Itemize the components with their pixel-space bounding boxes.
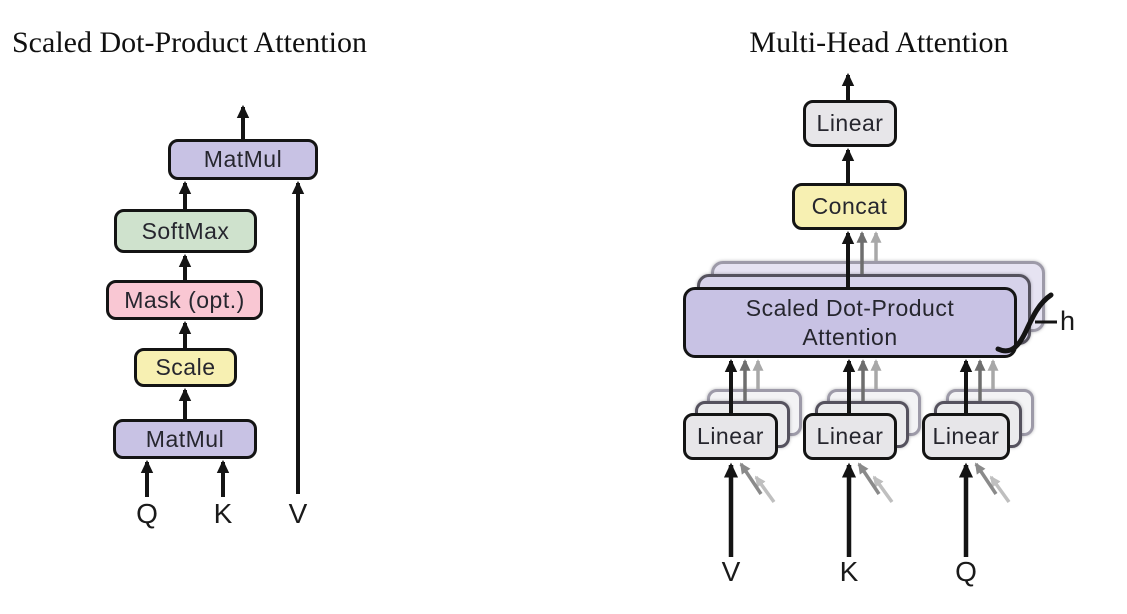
right-sdpa-label-line1: Scaled Dot-Product xyxy=(745,295,955,322)
right-k-input-ghost1 xyxy=(857,462,881,495)
right-q-input-ghost2 xyxy=(989,475,1011,504)
right-linear-q-box: Linear xyxy=(922,413,1010,460)
right-concat-label: Concat xyxy=(811,193,888,219)
left-matmul-bottom-box: MatMul xyxy=(113,419,257,459)
right-linear-v-label: Linear xyxy=(697,423,764,449)
right-linear-k-box: Linear xyxy=(803,413,897,460)
left-softmax-box: SoftMax xyxy=(114,209,257,253)
left-mask-box: Mask (opt.) xyxy=(106,280,263,320)
left-diagram-title: Scaled Dot-Product Attention xyxy=(12,26,367,59)
right-input-q-label: Q xyxy=(955,556,977,587)
left-input-k-label: K xyxy=(213,498,233,529)
left-softmax-label: SoftMax xyxy=(141,217,230,244)
left-matmul-top-label: MatMul xyxy=(203,146,283,172)
left-scale-label: Scale xyxy=(155,354,216,380)
right-linear-top-box: Linear xyxy=(803,100,897,147)
right-sdpa-box: Scaled Dot-Product Attention xyxy=(683,287,1017,358)
left-input-q-label: Q xyxy=(136,498,158,529)
right-v-input-ghost2 xyxy=(754,475,776,504)
left-mask-label: Mask (opt.) xyxy=(124,286,245,313)
right-sdpa-label-line2: Attention xyxy=(802,323,898,350)
right-linear-q-label: Linear xyxy=(932,423,1000,449)
right-q-input-ghost1 xyxy=(974,462,998,495)
right-linear-top-label: Linear xyxy=(816,110,884,136)
right-v-input-ghost1 xyxy=(739,462,763,495)
left-matmul-top-box: MatMul xyxy=(168,139,318,180)
right-linear-v-box: Linear xyxy=(683,413,778,460)
right-linear-k-label: Linear xyxy=(816,423,884,449)
right-concat-box: Concat xyxy=(792,183,907,230)
right-diagram-title: Multi-Head Attention xyxy=(749,26,1009,59)
right-k-input-ghost2 xyxy=(872,475,894,504)
right-input-v-label: V xyxy=(721,556,741,587)
left-matmul-bottom-label: MatMul xyxy=(145,425,225,452)
right-input-k-label: K xyxy=(839,556,859,587)
left-scale-box: Scale xyxy=(134,348,237,387)
head-count-label: h xyxy=(1060,306,1076,336)
left-input-v-label: V xyxy=(288,498,308,529)
